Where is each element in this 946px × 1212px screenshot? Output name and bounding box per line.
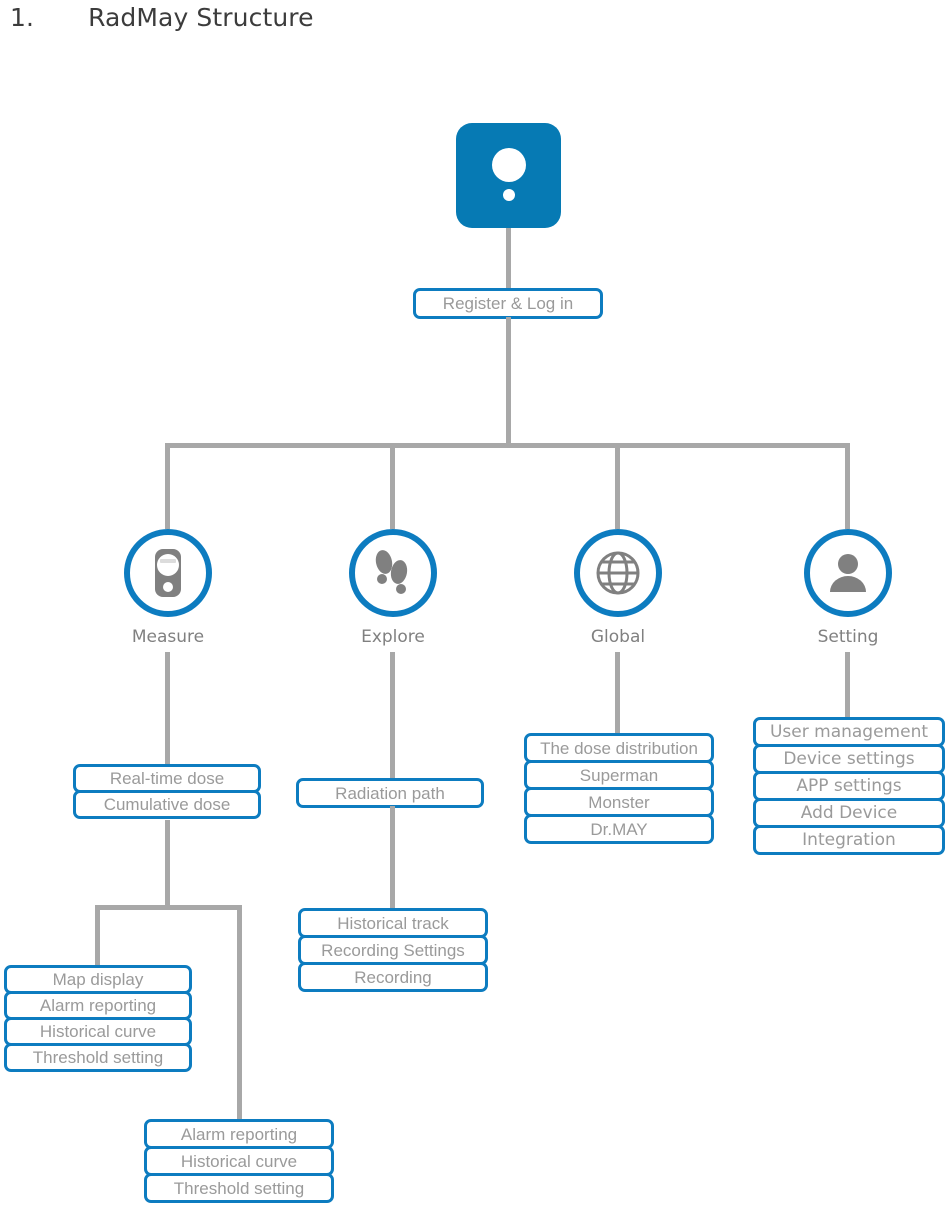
connector-trunk-to-measure: [165, 443, 170, 529]
measure-ring: [124, 529, 212, 617]
connector-measure-to-dose: [165, 652, 170, 767]
footprints-icon: [349, 529, 437, 617]
node-cumulative-dose[interactable]: Cumulative dose: [73, 790, 261, 819]
node-alarm-reporting-2[interactable]: Alarm reporting: [144, 1119, 334, 1149]
node-superman[interactable]: Superman: [524, 760, 714, 790]
node-app-settings[interactable]: APP settings: [753, 771, 945, 801]
section-measure[interactable]: [124, 529, 212, 617]
node-threshold-setting-2[interactable]: Threshold setting: [144, 1173, 334, 1203]
node-user-management[interactable]: User management: [753, 717, 945, 747]
register-login-box[interactable]: Register & Log in: [413, 288, 603, 319]
connector-register-to-trunk: [506, 317, 511, 448]
dosimeter-device-icon: [124, 529, 212, 617]
node-threshold-setting[interactable]: Threshold setting: [4, 1043, 192, 1072]
page-title-text: RadMay Structure: [88, 2, 314, 32]
node-map-display[interactable]: Map display: [4, 965, 192, 994]
connector-trunk-to-explore: [390, 443, 395, 529]
node-radiation-path[interactable]: Radiation path: [296, 778, 484, 808]
globe-icon: [574, 529, 662, 617]
connector-logo-to-register: [506, 228, 511, 290]
node-monster[interactable]: Monster: [524, 787, 714, 817]
node-historical-curve-2[interactable]: Historical curve: [144, 1146, 334, 1176]
node-real-time-dose[interactable]: Real-time dose: [73, 764, 261, 793]
connector-trunk-to-setting: [845, 443, 850, 529]
node-add-device[interactable]: Add Device: [753, 798, 945, 828]
node-alarm-reporting[interactable]: Alarm reporting: [4, 991, 192, 1020]
global-children-group: The dose distribution Superman Monster D…: [524, 733, 714, 844]
page-title-number: 1.: [10, 2, 35, 32]
node-integration[interactable]: Integration: [753, 825, 945, 855]
global-ring: [574, 529, 662, 617]
app-icon-dot-shape: [502, 189, 515, 201]
node-dr-may[interactable]: Dr.MAY: [524, 814, 714, 844]
node-recording-settings[interactable]: Recording Settings: [298, 935, 488, 965]
connector-setting-to-children: [845, 652, 850, 720]
connector-global-to-children: [615, 652, 620, 735]
connector-trunk-to-global: [615, 443, 620, 529]
user-person-icon: [804, 529, 892, 617]
node-device-settings[interactable]: Device settings: [753, 744, 945, 774]
section-label-global: Global: [590, 627, 646, 647]
explore-children-group: Historical track Recording Settings Reco…: [298, 908, 488, 992]
connector-measure-split-bar: [95, 905, 242, 910]
node-dose-distribution[interactable]: The dose distribution: [524, 733, 714, 763]
connector-main-trunk: [165, 443, 850, 448]
section-global[interactable]: [574, 529, 662, 617]
node-historical-curve[interactable]: Historical curve: [4, 1017, 192, 1046]
connector-split-to-right-children: [237, 905, 242, 1120]
section-setting[interactable]: [804, 529, 892, 617]
radmay-app-icon: [456, 123, 561, 228]
section-label-measure: Measure: [131, 627, 205, 647]
measure-primary-group: Real-time dose Cumulative dose: [73, 764, 261, 819]
connector-dose-to-split: [165, 820, 170, 907]
connector-radiation-path-to-children: [390, 806, 395, 910]
node-historical-track[interactable]: Historical track: [298, 908, 488, 938]
app-icon-bulb-shape: [491, 148, 526, 182]
section-explore[interactable]: [349, 529, 437, 617]
measure-right-children-group: Alarm reporting Historical curve Thresho…: [144, 1119, 334, 1203]
measure-left-children-group: Map display Alarm reporting Historical c…: [4, 965, 192, 1072]
section-label-setting: Setting: [817, 627, 879, 647]
setting-children-group: User management Device settings APP sett…: [753, 717, 945, 855]
connector-explore-to-radiation-path: [390, 652, 395, 779]
page-title: 1. RadMay Structure: [10, 0, 510, 34]
connector-split-to-left-children: [95, 905, 100, 967]
explore-primary-group: Radiation path: [296, 778, 484, 808]
explore-ring: [349, 529, 437, 617]
section-label-explore: Explore: [361, 627, 425, 647]
node-recording[interactable]: Recording: [298, 962, 488, 992]
